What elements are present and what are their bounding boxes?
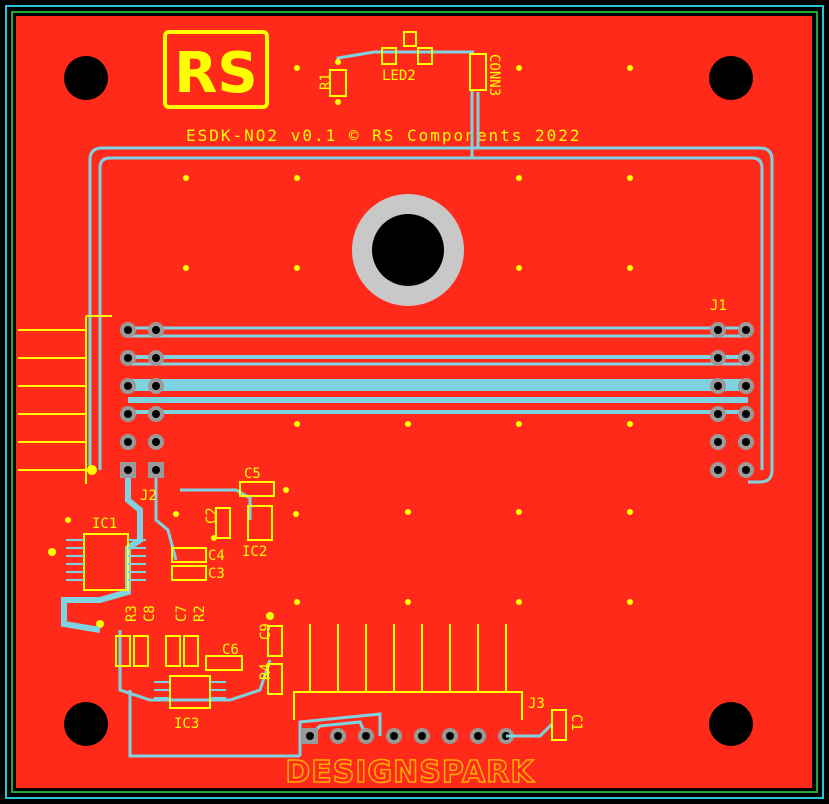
label-j1: J1 bbox=[710, 298, 727, 314]
label-c1: C1 bbox=[568, 714, 584, 731]
label-c2: C2 bbox=[204, 507, 220, 524]
label-conn3: CONN3 bbox=[486, 54, 502, 96]
mounting-hole-bl bbox=[64, 702, 108, 746]
j1-bus-trace bbox=[88, 90, 774, 484]
j2-pads bbox=[87, 322, 164, 478]
j3-connector: J3 bbox=[293, 624, 545, 756]
label-c9: C9 bbox=[258, 623, 274, 640]
label-c5: C5 bbox=[244, 466, 261, 482]
label-r2: R2 bbox=[192, 605, 208, 622]
mounting-hole-tl bbox=[64, 56, 108, 100]
label-led2: LED2 bbox=[382, 68, 416, 84]
label-j3: J3 bbox=[528, 696, 545, 712]
vias bbox=[48, 65, 633, 628]
rs-logo-text: RS bbox=[174, 41, 257, 106]
label-c4: C4 bbox=[208, 548, 225, 564]
j1-pads bbox=[710, 322, 754, 478]
label-c8: C8 bbox=[142, 605, 158, 622]
mounting-hole-tr bbox=[709, 56, 753, 100]
header-pins-left bbox=[18, 315, 112, 484]
label-c3: C3 bbox=[208, 566, 225, 582]
label-r1: R1 bbox=[318, 73, 334, 90]
board-title: ESDK-NO2 v0.1 © RS Components 2022 bbox=[186, 126, 582, 145]
ic1: IC1 J2 bbox=[61, 478, 178, 633]
designspark-watermark: DESIGNSPARK bbox=[285, 755, 535, 790]
sensor-hole bbox=[352, 194, 464, 306]
c1: C1 bbox=[506, 709, 584, 741]
label-r3: R3 bbox=[124, 605, 140, 622]
j1-row-traces bbox=[128, 326, 748, 414]
rs-logo: RS bbox=[163, 30, 269, 109]
label-c7: C7 bbox=[174, 605, 190, 622]
label-c6: C6 bbox=[222, 642, 239, 658]
label-ic1: IC1 bbox=[92, 516, 117, 532]
board-edge bbox=[11, 11, 818, 793]
label-r4: R4 bbox=[258, 663, 274, 680]
power-section: C5 C2 IC2 C4 C3 bbox=[171, 466, 275, 582]
board-outline bbox=[5, 5, 824, 799]
label-j2: J2 bbox=[140, 488, 157, 504]
r1-led2-conn3: R1 LED2 CONN3 bbox=[318, 31, 502, 105]
mounting-hole-br bbox=[709, 702, 753, 746]
lower-section: R3 C8 C7 R2 C6 C9 R4 IC3 bbox=[115, 605, 300, 758]
label-ic3: IC3 bbox=[174, 716, 199, 732]
label-ic2: IC2 bbox=[242, 544, 267, 560]
